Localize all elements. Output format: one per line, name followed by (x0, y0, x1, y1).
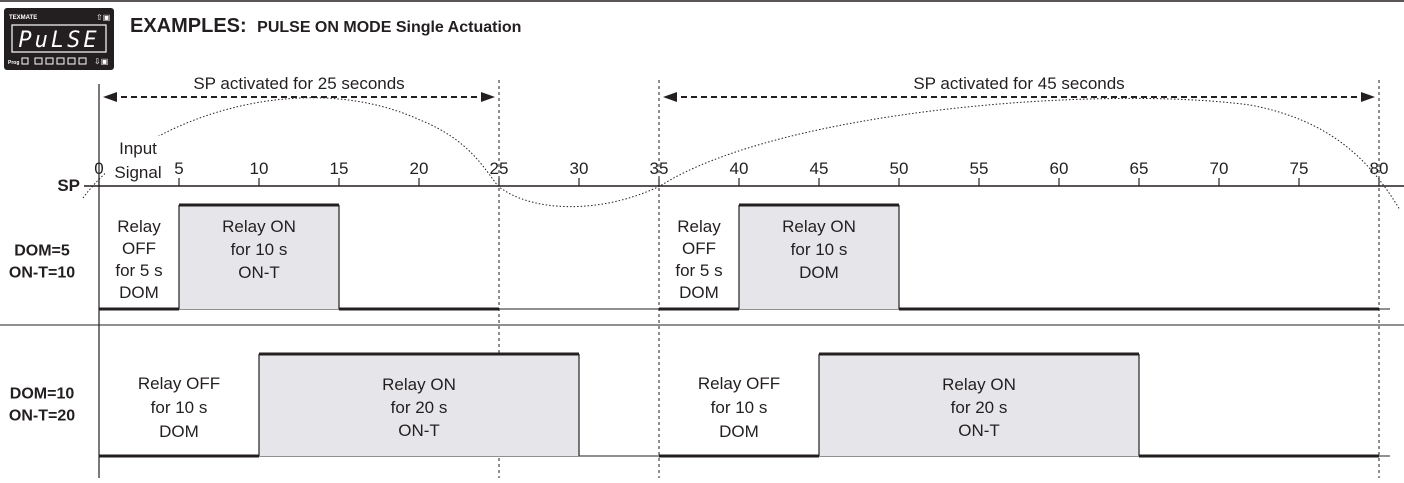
axis-tick-label: 5 (174, 159, 183, 178)
input-signal-curve (82, 97, 1401, 211)
device-down-icon: ⇩▣ (94, 57, 108, 66)
relay-off-text: OFF (122, 239, 156, 258)
relay-on-text: DOM (799, 263, 839, 282)
axis-tick-label: 35 (650, 159, 669, 178)
relay-on-text: for 20 s (951, 398, 1008, 417)
axis-tick-label: 45 (810, 159, 829, 178)
activation-arrow-head-right (481, 92, 495, 102)
sp-label: SP (57, 176, 80, 195)
device-brand: TEXMATE (9, 15, 37, 21)
row-label: ON-T=20 (9, 408, 75, 425)
input-signal-label: Signal (114, 163, 161, 182)
activation-arrow-head-right (1361, 92, 1375, 102)
axis-tick-label: 40 (730, 159, 749, 178)
title-rest: PULSE ON MODE Single Actuation (257, 19, 521, 36)
axis-tick-label: 55 (970, 159, 989, 178)
title-prefix: EXAMPLES: (130, 15, 247, 37)
activation-arrow-head-left (663, 92, 677, 102)
axis-tick-label: 60 (1050, 159, 1069, 178)
relay-off-text: Relay OFF (698, 374, 780, 393)
relay-on-text: for 10 s (791, 240, 848, 259)
device-buttons-row (21, 57, 87, 65)
relay-off-text: for 5 s (675, 261, 722, 280)
axis-tick-label: 10 (250, 159, 269, 178)
relay-off-text: for 10 s (711, 398, 768, 417)
relay-on-text: for 10 s (231, 240, 288, 259)
relay-off-text: for 5 s (115, 261, 162, 280)
relay-off-text: DOM (119, 283, 159, 302)
relay-off-text: Relay (117, 217, 161, 236)
row-label: DOM=10 (10, 386, 75, 403)
device-display-window (11, 24, 107, 53)
axis-tick-label: 70 (1210, 159, 1229, 178)
relay-off-text: DOM (159, 422, 199, 441)
row-label: ON-T=10 (9, 265, 75, 282)
page-title: EXAMPLES: PULSE ON MODE Single Actuation (130, 15, 521, 37)
relay-on-text: Relay ON (782, 217, 856, 236)
relay-on-text: ON-T (398, 421, 440, 440)
relay-on-text: ON-T (958, 421, 1000, 440)
axis-tick-label: 0 (94, 159, 103, 178)
relay-on-text: Relay ON (222, 217, 296, 236)
relay-off-text: Relay OFF (138, 374, 220, 393)
axis-tick-label: 80 (1370, 159, 1389, 178)
relay-off-text: for 10 s (151, 398, 208, 417)
relay-off-text: DOM (719, 422, 759, 441)
device-icon: TEXMATE ⇧▣ PuLSE Prog ⇩▣ (4, 8, 114, 70)
axis-tick-label: 15 (330, 159, 349, 178)
axis-tick-label: 25 (490, 159, 509, 178)
relay-on-block (739, 205, 899, 309)
relay-off-text: Relay (677, 217, 721, 236)
axis-tick-label: 50 (890, 159, 909, 178)
relay-on-block (259, 354, 579, 456)
relay-off-text: OFF (682, 239, 716, 258)
activation-arrow-head-left (103, 92, 117, 102)
device-display-text: PuLSE (18, 28, 99, 53)
relay-on-text: Relay ON (382, 375, 456, 394)
input-signal-label-mask (105, 136, 171, 184)
axis-tick-label: 20 (410, 159, 429, 178)
axis-tick-label: 75 (1290, 159, 1309, 178)
relay-on-text: ON-T (238, 263, 280, 282)
relay-on-text: Relay ON (942, 375, 1016, 394)
relay-off-text: DOM (679, 283, 719, 302)
axis-tick-label: 65 (1130, 159, 1149, 178)
row-label: DOM=5 (14, 243, 70, 260)
device-up-icon: ⇧▣ (96, 13, 110, 22)
relay-on-block (179, 205, 339, 309)
activation-span-label: SP activated for 25 seconds (193, 74, 404, 93)
activation-span-label: SP activated for 45 seconds (913, 74, 1124, 93)
device-prog-label: Prog (8, 60, 19, 66)
axis-tick-label: 30 (570, 159, 589, 178)
input-signal-label: Input (119, 139, 157, 158)
relay-on-block (819, 354, 1139, 456)
relay-on-text: for 20 s (391, 398, 448, 417)
